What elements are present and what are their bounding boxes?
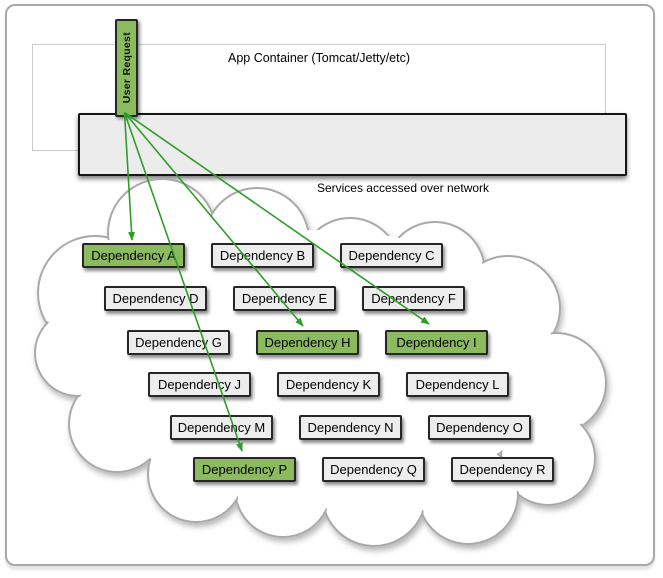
dependency-box-M: Dependency M <box>170 415 273 440</box>
dependency-label: Dependency C <box>348 248 435 263</box>
dependency-box-J: Dependency J <box>148 372 251 397</box>
dependency-box-N: Dependency N <box>299 415 402 440</box>
dependency-box-I: Dependency I <box>385 330 488 355</box>
dependency-box-O: Dependency O <box>428 415 531 440</box>
dependency-label: Dependency O <box>436 420 523 435</box>
user-request-box: User Request <box>115 19 138 117</box>
user-request-label: User Request <box>120 32 133 104</box>
dependency-label: Dependency P <box>201 462 288 477</box>
app-container-title: App Container (Tomcat/Jetty/etc) <box>227 51 411 65</box>
dependency-label: Dependency N <box>307 420 394 435</box>
dependency-box-Q: Dependency Q <box>322 457 425 482</box>
dependency-box-K: Dependency K <box>277 372 380 397</box>
dependency-box-H: Dependency H <box>256 330 359 355</box>
dependency-box-P: Dependency P <box>193 457 296 482</box>
dependency-box-F: Dependency F <box>362 286 465 311</box>
dependency-label: Dependency E <box>241 291 328 306</box>
dependency-box-G: Dependency G <box>127 330 230 355</box>
dependency-label: Dependency F <box>371 291 456 306</box>
dependency-box-C: Dependency C <box>340 243 443 268</box>
dependency-box-L: Dependency L <box>406 372 509 397</box>
dependency-label: Dependency J <box>157 377 242 392</box>
dependency-label: Dependency Q <box>330 462 417 477</box>
dependency-label: Dependency L <box>415 377 500 392</box>
dependency-label: Dependency I <box>396 335 477 350</box>
dependency-label: Dependency A <box>91 248 176 263</box>
dependency-label: Dependency K <box>285 377 372 392</box>
dependency-label: Dependency B <box>219 248 306 263</box>
dependency-label: Dependency D <box>112 291 199 306</box>
dependency-label: Dependency M <box>177 420 266 435</box>
dependency-box-B: Dependency B <box>211 243 314 268</box>
cloud-puff-fill <box>37 312 119 394</box>
dependency-box-E: Dependency E <box>233 286 336 311</box>
dependency-box-R: Dependency R <box>451 457 554 482</box>
dependency-label: Dependency R <box>459 462 546 477</box>
dependency-box-D: Dependency D <box>104 286 207 311</box>
cloud-puff-fill <box>508 335 604 431</box>
dependency-label: Dependency H <box>264 335 351 350</box>
dependency-label: Dependency G <box>135 335 222 350</box>
dependency-box-A: Dependency A <box>82 243 185 268</box>
